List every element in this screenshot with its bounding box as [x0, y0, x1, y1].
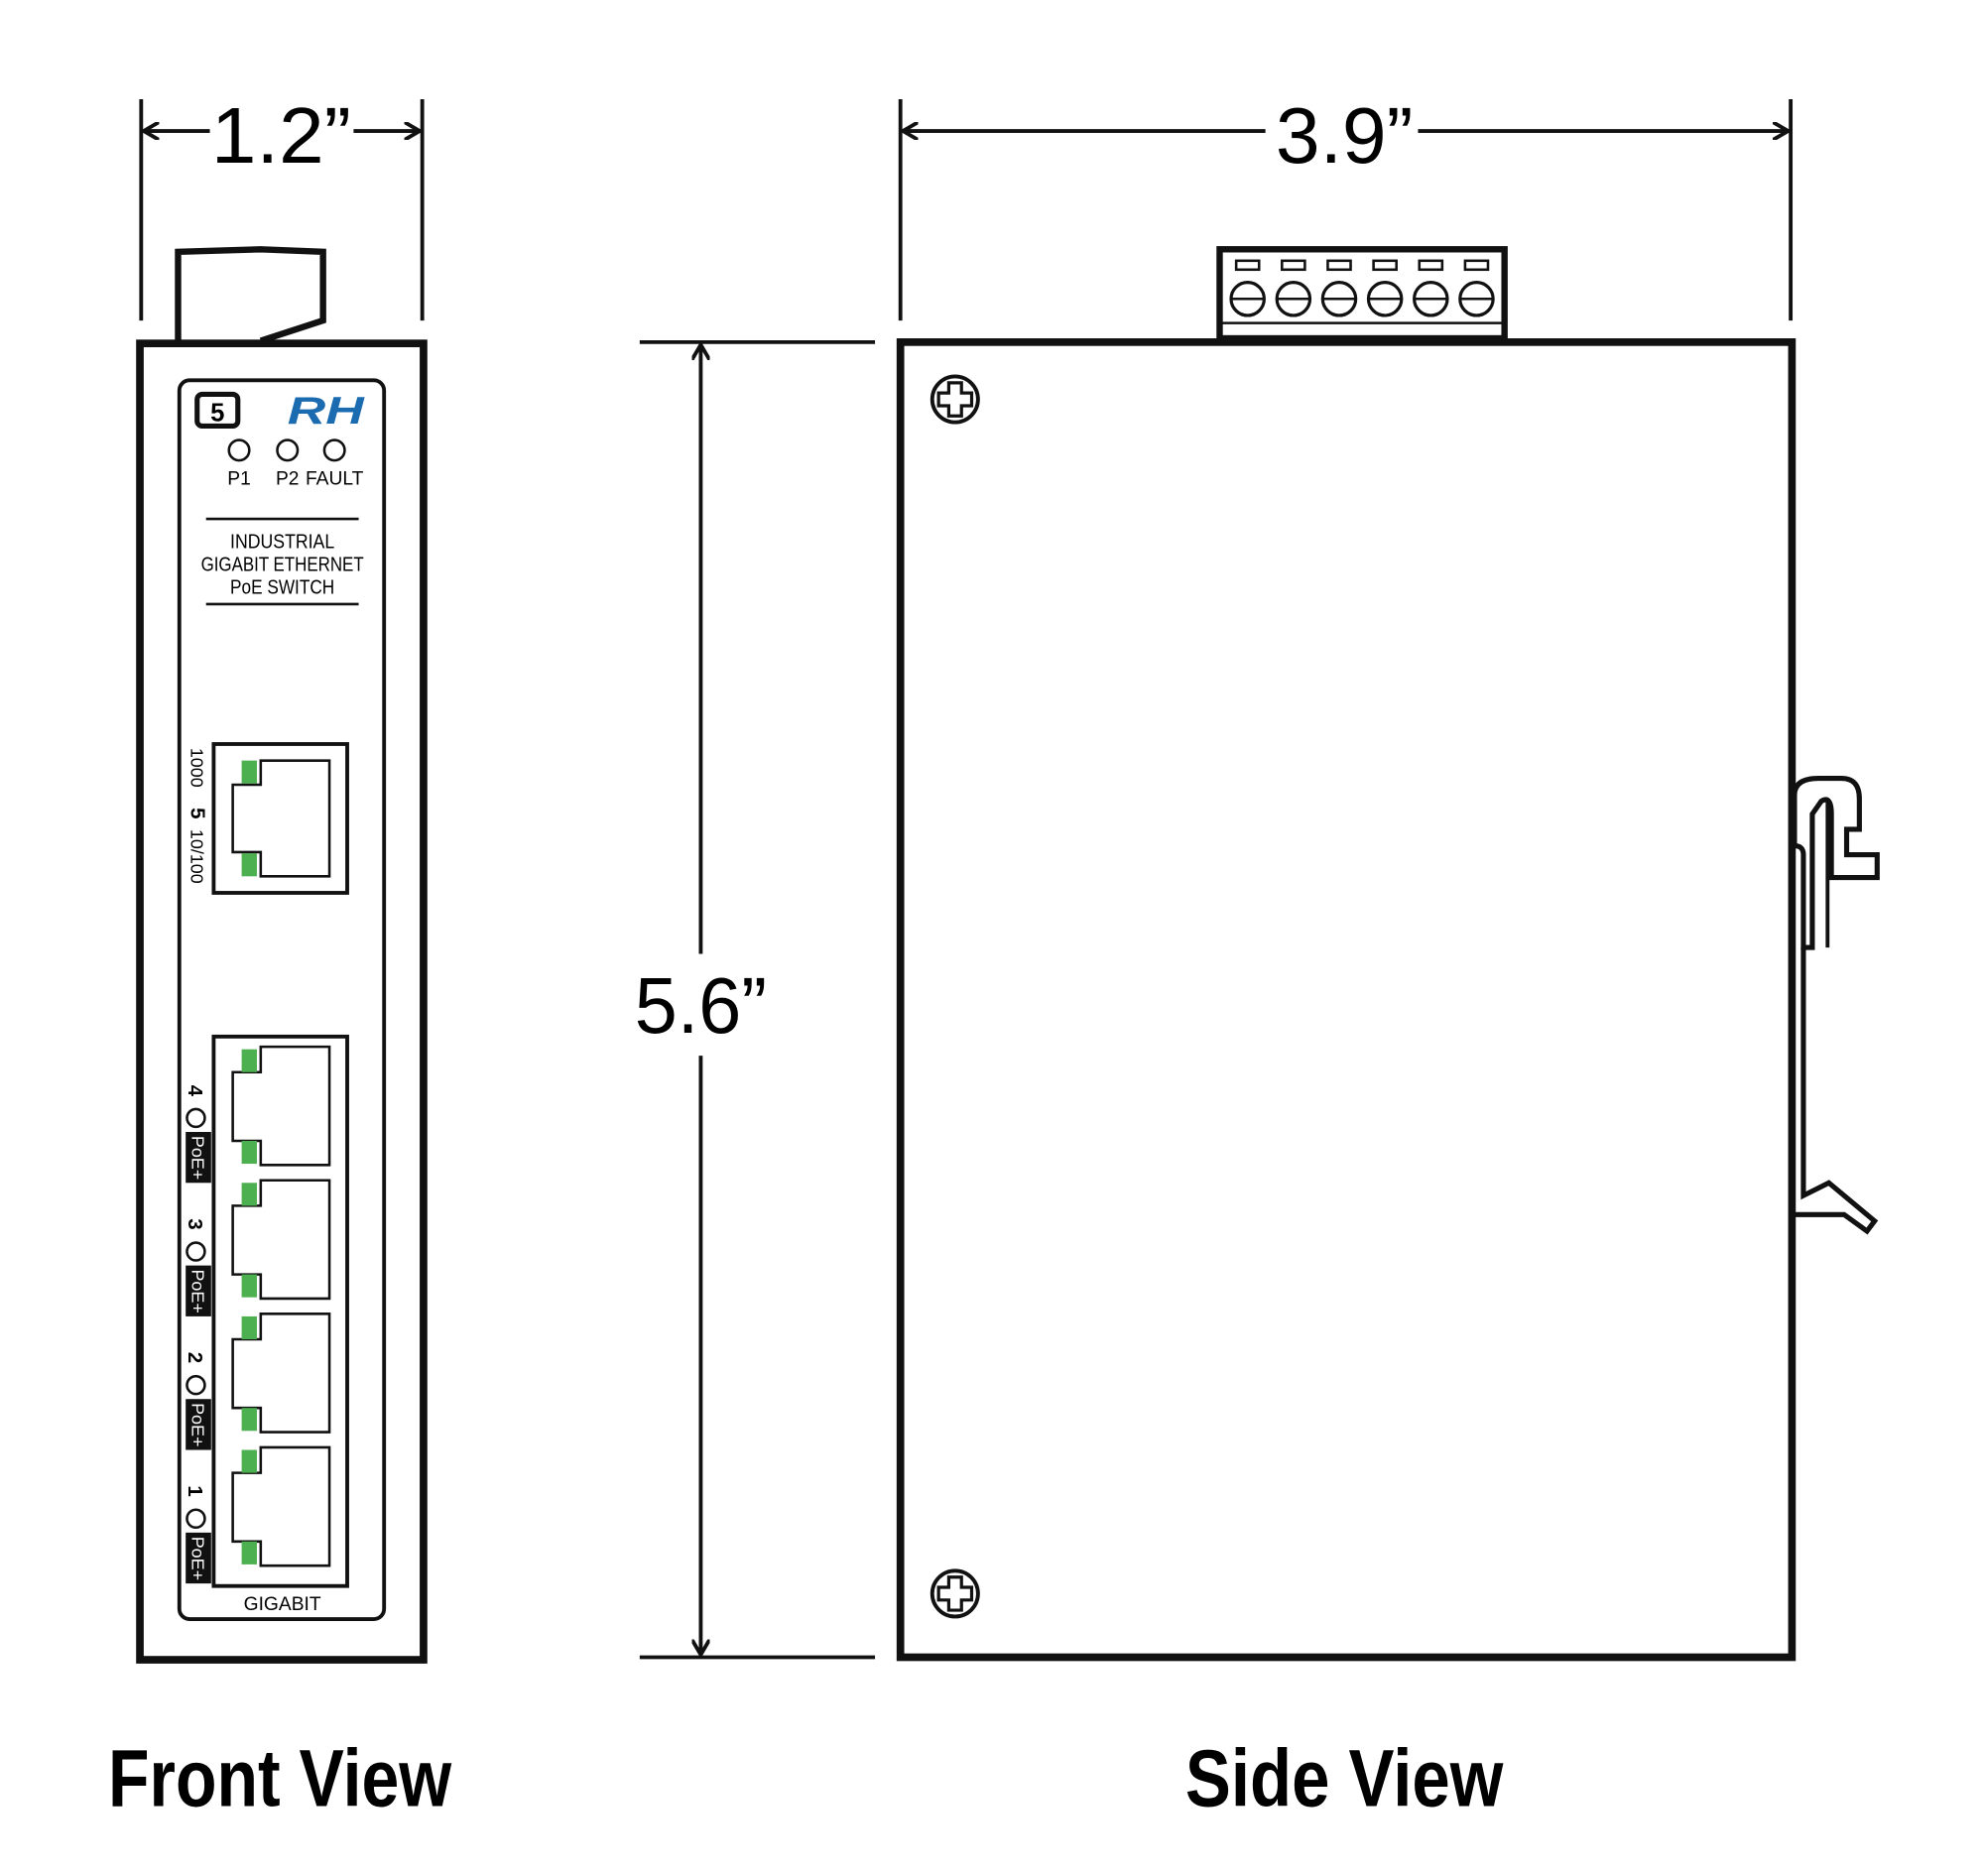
height-dimension: 5.6” [635, 339, 876, 1660]
product-line-1: INDUSTRIAL [230, 531, 334, 554]
led-label-p1: P1 [227, 468, 251, 489]
poe-led-indicator [186, 1374, 206, 1396]
link-led-green [241, 1140, 257, 1165]
led-p1-indicator [227, 438, 251, 462]
poe-badge [186, 1532, 211, 1584]
gigabit-label: GIGABIT [244, 1594, 321, 1615]
port-number: 2 [184, 1352, 206, 1363]
terminal-screw-icon [1320, 259, 1358, 317]
poe-badge-text: PoE+ [188, 1136, 208, 1180]
uplink-port-5: 1000 5 10/100 [186, 742, 349, 895]
terminal-screw-icon [1458, 259, 1495, 317]
poe-led-indicator [186, 1241, 206, 1262]
front-housing [136, 339, 428, 1664]
width-dimension: 1.2” [139, 91, 425, 321]
height-label: 5.6” [635, 961, 767, 1050]
port-number: 4 [184, 1085, 206, 1097]
product-line-2: GIGABIT ETHERNET [201, 554, 364, 576]
poe-badge [186, 1399, 211, 1450]
brand-logo: RH [288, 390, 366, 433]
front-panel [177, 378, 387, 1621]
poe-badge [186, 1265, 211, 1316]
led-fault-indicator [322, 438, 346, 462]
link-led-green [241, 1274, 257, 1298]
port-count-badge [194, 391, 241, 430]
poe-port-frame [211, 1034, 349, 1588]
poe-led-indicator [186, 1107, 206, 1129]
terminal-screw-icon [1229, 259, 1266, 317]
port-number: 1 [184, 1485, 206, 1496]
port-count-text: 5 [210, 399, 224, 427]
poe-badge-text: PoE+ [188, 1269, 208, 1313]
screw-bottom-icon [930, 1568, 980, 1619]
din-rail-clip [1792, 776, 1880, 1235]
side-view-title: Side View [1185, 1733, 1504, 1823]
led-label-p2: P2 [276, 468, 300, 489]
port-frame [211, 742, 349, 895]
link-led-green [241, 1541, 257, 1564]
width-label: 1.2” [211, 91, 351, 180]
link-led-green [241, 1049, 257, 1072]
port-number: 3 [184, 1218, 206, 1229]
link-led-green [241, 760, 257, 784]
product-line-3: PoE SWITCH [230, 576, 334, 599]
power-terminal-connector [175, 246, 326, 344]
side-view: Side View [896, 246, 1880, 1823]
poe-badge [186, 1132, 211, 1184]
port-number-5: 5 [186, 808, 208, 818]
speed-label-1000: 1000 [186, 748, 206, 788]
terminal-screw-icon [1413, 259, 1449, 317]
link-led-green [241, 1408, 257, 1432]
link-led-green [241, 1183, 257, 1206]
terminal-block [1216, 246, 1508, 342]
poe-led-indicator [186, 1508, 206, 1530]
screw-top-icon [930, 374, 980, 425]
poe-badge-text: PoE+ [188, 1537, 208, 1580]
link-led-green [241, 1449, 257, 1473]
speed-label-10-100: 10/100 [186, 829, 206, 884]
front-view: 5 RH P1 P2 FAULT INDUSTRIAL GIGABIT ETHE… [108, 246, 451, 1823]
link-led-green [241, 1315, 257, 1339]
side-housing [896, 338, 1797, 1662]
rj45-jack [231, 759, 331, 878]
led-label-fault: FAULT [306, 468, 364, 489]
led-p2-indicator [276, 438, 300, 462]
svg-text:RH: RH [288, 390, 366, 433]
poe-badge-text: PoE+ [188, 1403, 208, 1446]
depth-label: 3.9” [1276, 91, 1413, 180]
front-view-title: Front View [108, 1733, 451, 1823]
depth-dimension: 3.9” [898, 91, 1794, 321]
terminal-screw-icon [1275, 259, 1312, 317]
terminal-screw-icon [1366, 259, 1404, 317]
link-led-green [241, 853, 257, 877]
